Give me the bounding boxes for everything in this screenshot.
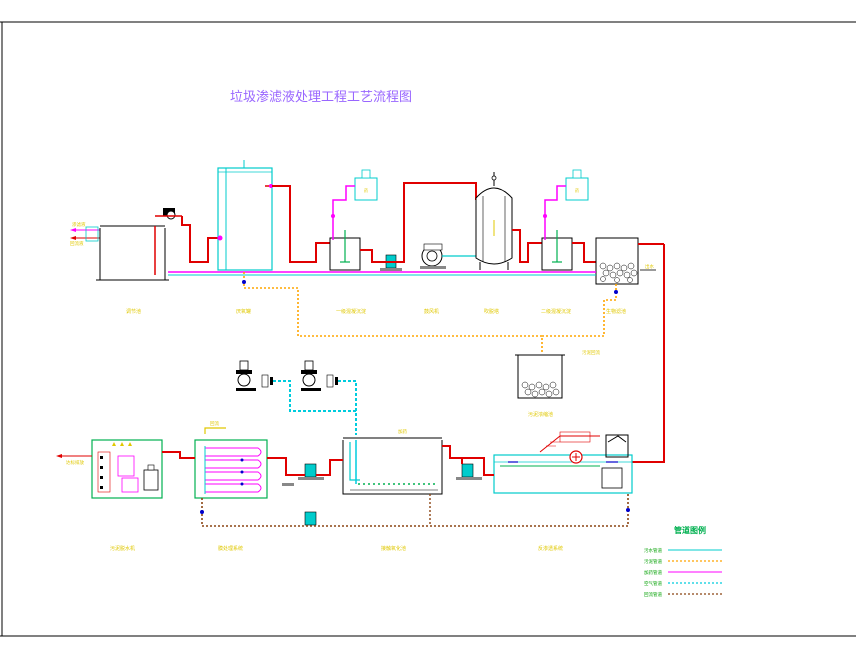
lift-pump-1 bbox=[155, 208, 182, 220]
note-membrane: 回流 bbox=[210, 420, 219, 427]
label-coag-tank-2: 二级混凝沉淀 bbox=[541, 308, 571, 315]
transfer-pump-3 bbox=[456, 463, 482, 480]
note-sludge-in: 污泥回流 bbox=[582, 349, 600, 356]
pipe-red-4 bbox=[512, 229, 542, 263]
valve-sludge bbox=[242, 280, 246, 284]
coag-tank-2: 药 bbox=[541, 169, 589, 271]
label-bio-filter: 生物滤池 bbox=[606, 308, 626, 315]
label-aeration-tank: 接触氧化池 bbox=[381, 545, 406, 552]
diagram-title: 垃圾渗滤液处理工程工艺流程图 bbox=[230, 90, 412, 105]
outlet-arrow: 达标排放 bbox=[56, 454, 92, 466]
bio-filter: 出水 bbox=[595, 237, 664, 285]
legend-item: 回流管道 bbox=[644, 591, 722, 598]
inlet-arrows: 渗滤液 回流液 bbox=[70, 221, 100, 247]
svg-text:加药管道: 加药管道 bbox=[644, 569, 662, 576]
transfer-pump-2 bbox=[282, 463, 324, 486]
transfer-pump-4 bbox=[304, 511, 317, 526]
svg-text:空气管道: 空气管道 bbox=[644, 580, 662, 587]
valve-return-1 bbox=[200, 510, 204, 514]
legend-item: 污水管道 bbox=[644, 547, 722, 554]
label-regulating-tank: 调节池 bbox=[126, 308, 141, 315]
dosing-pump-2 bbox=[301, 360, 338, 391]
svg-text:污水管道: 污水管道 bbox=[644, 547, 662, 554]
label-blower: 鼓风机 bbox=[424, 308, 439, 315]
svg-text:污泥管道: 污泥管道 bbox=[644, 558, 662, 565]
coag-tank-1: 药 bbox=[329, 169, 378, 271]
pipe-red-6 bbox=[632, 244, 665, 463]
reverse-osmosis bbox=[493, 431, 633, 494]
pipe-red-1 bbox=[181, 216, 222, 263]
pipe-sludge-1 bbox=[243, 272, 543, 352]
legend-title: 管道图例 bbox=[674, 525, 706, 535]
pipe-red-5 bbox=[572, 242, 596, 263]
svg-text:药: 药 bbox=[575, 187, 579, 193]
sludge-tank: 污泥回流 bbox=[515, 349, 600, 399]
svg-text:回流管道: 回流管道 bbox=[644, 591, 662, 598]
label-membrane-unit: 膜处理系统 bbox=[218, 545, 243, 552]
dosing-pump-1 bbox=[236, 360, 273, 391]
label-reverse-osmosis: 反渗透系统 bbox=[538, 545, 563, 552]
pipe-air-2 bbox=[338, 380, 357, 411]
label-sludge-tank: 污泥浓缩池 bbox=[528, 411, 553, 418]
label-sludge-dewater: 污泥脱水机 bbox=[110, 545, 135, 552]
pipe-sludge-2 bbox=[542, 284, 617, 337]
aeration-tank bbox=[342, 437, 443, 495]
label-coag-tank-1: 一级混凝沉淀 bbox=[336, 308, 366, 315]
legend-item: 空气管道 bbox=[644, 580, 722, 587]
inlet-label-2: 回流液 bbox=[70, 240, 84, 247]
pipe-red-3 bbox=[360, 182, 477, 263]
blower bbox=[420, 243, 476, 269]
legend: 管道图例 污水管道 污泥管道 加药管道 空气管道 回流管道 bbox=[644, 525, 722, 598]
regulating-tank bbox=[96, 225, 169, 281]
label-ammonia-tower: 吹脱塔 bbox=[484, 308, 499, 315]
valve-sludge-2 bbox=[614, 290, 618, 294]
legend-item: 加药管道 bbox=[644, 569, 722, 576]
pipe-red-10 bbox=[267, 457, 305, 476]
label-anaerobic-reactor: 厌氧罐 bbox=[236, 308, 251, 315]
sludge-dewater bbox=[91, 439, 163, 499]
svg-text:药: 药 bbox=[364, 187, 368, 193]
pipe-air-1 bbox=[273, 380, 357, 435]
pipe-red-7 bbox=[461, 457, 494, 476]
outlet-label: 达标排放 bbox=[66, 459, 84, 466]
membrane-unit: 回流 bbox=[194, 420, 268, 499]
pipe-red-2 bbox=[272, 185, 330, 263]
pipe-red-11 bbox=[162, 451, 195, 459]
note-dosing: 加药 bbox=[398, 428, 407, 435]
anaerobic-reactor bbox=[217, 160, 276, 271]
pipe-red-9 bbox=[316, 459, 343, 476]
valve-return-2 bbox=[626, 508, 630, 512]
ammonia-tower bbox=[475, 172, 513, 270]
legend-item: 污泥管道 bbox=[644, 558, 722, 565]
inlet-label-1: 渗滤液 bbox=[72, 221, 86, 228]
note-outlet-right: 出水 bbox=[645, 263, 654, 270]
pipe-red-8 bbox=[442, 445, 462, 459]
